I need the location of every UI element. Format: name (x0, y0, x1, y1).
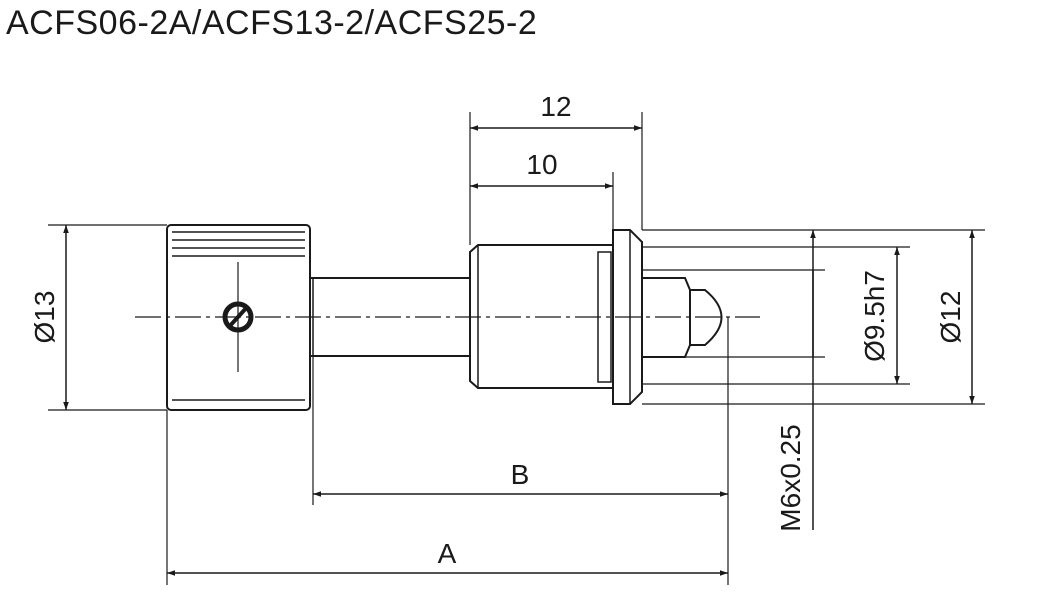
dim-label-10: 10 (526, 149, 557, 180)
dim-label-A: A (438, 538, 457, 569)
dim-label-diam12: Ø12 (935, 291, 966, 344)
dim-label-diam9-5: Ø9.5h7 (859, 270, 890, 362)
dim-label-B: B (511, 459, 530, 490)
dim-label-12: 12 (540, 91, 571, 122)
extension-lines (48, 112, 985, 585)
dim-label-diam13: Ø13 (29, 291, 60, 344)
dim-label-thread: M6x0.25 (775, 424, 806, 531)
drawing-title: ACFS06-2A/ACFS13-2/ACFS25-2 (6, 4, 538, 42)
